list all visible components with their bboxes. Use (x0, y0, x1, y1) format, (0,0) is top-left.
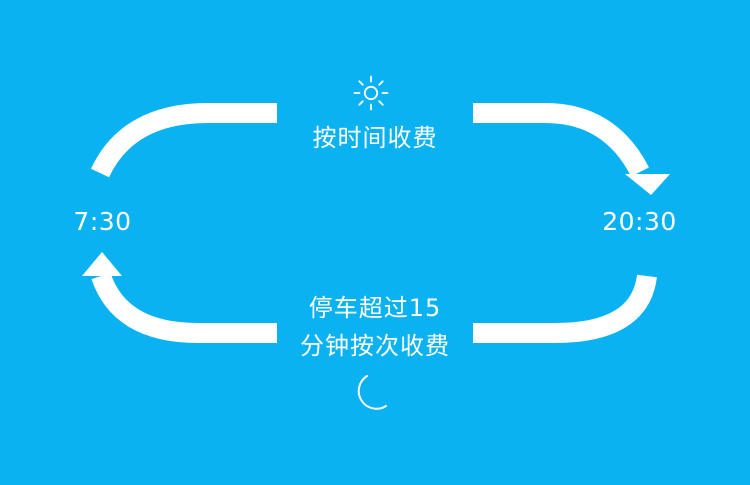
arrowhead-up-left (82, 252, 122, 276)
end-time: 20:30 (602, 207, 677, 236)
top-right-arc (473, 103, 649, 177)
sun-icon (353, 75, 389, 111)
start-time: 7:30 (73, 207, 132, 236)
bottom-left-arc (91, 272, 277, 343)
moon-icon (357, 375, 387, 410)
day-label: 按时间收费 (312, 124, 438, 152)
top-left-arc (90, 103, 277, 178)
night-label-line2: 分钟按次收费 (300, 332, 450, 360)
night-label-line1: 停车超过15 (308, 294, 442, 322)
bottom-right-arc (473, 274, 657, 343)
arrowhead-down-right (625, 174, 670, 195)
